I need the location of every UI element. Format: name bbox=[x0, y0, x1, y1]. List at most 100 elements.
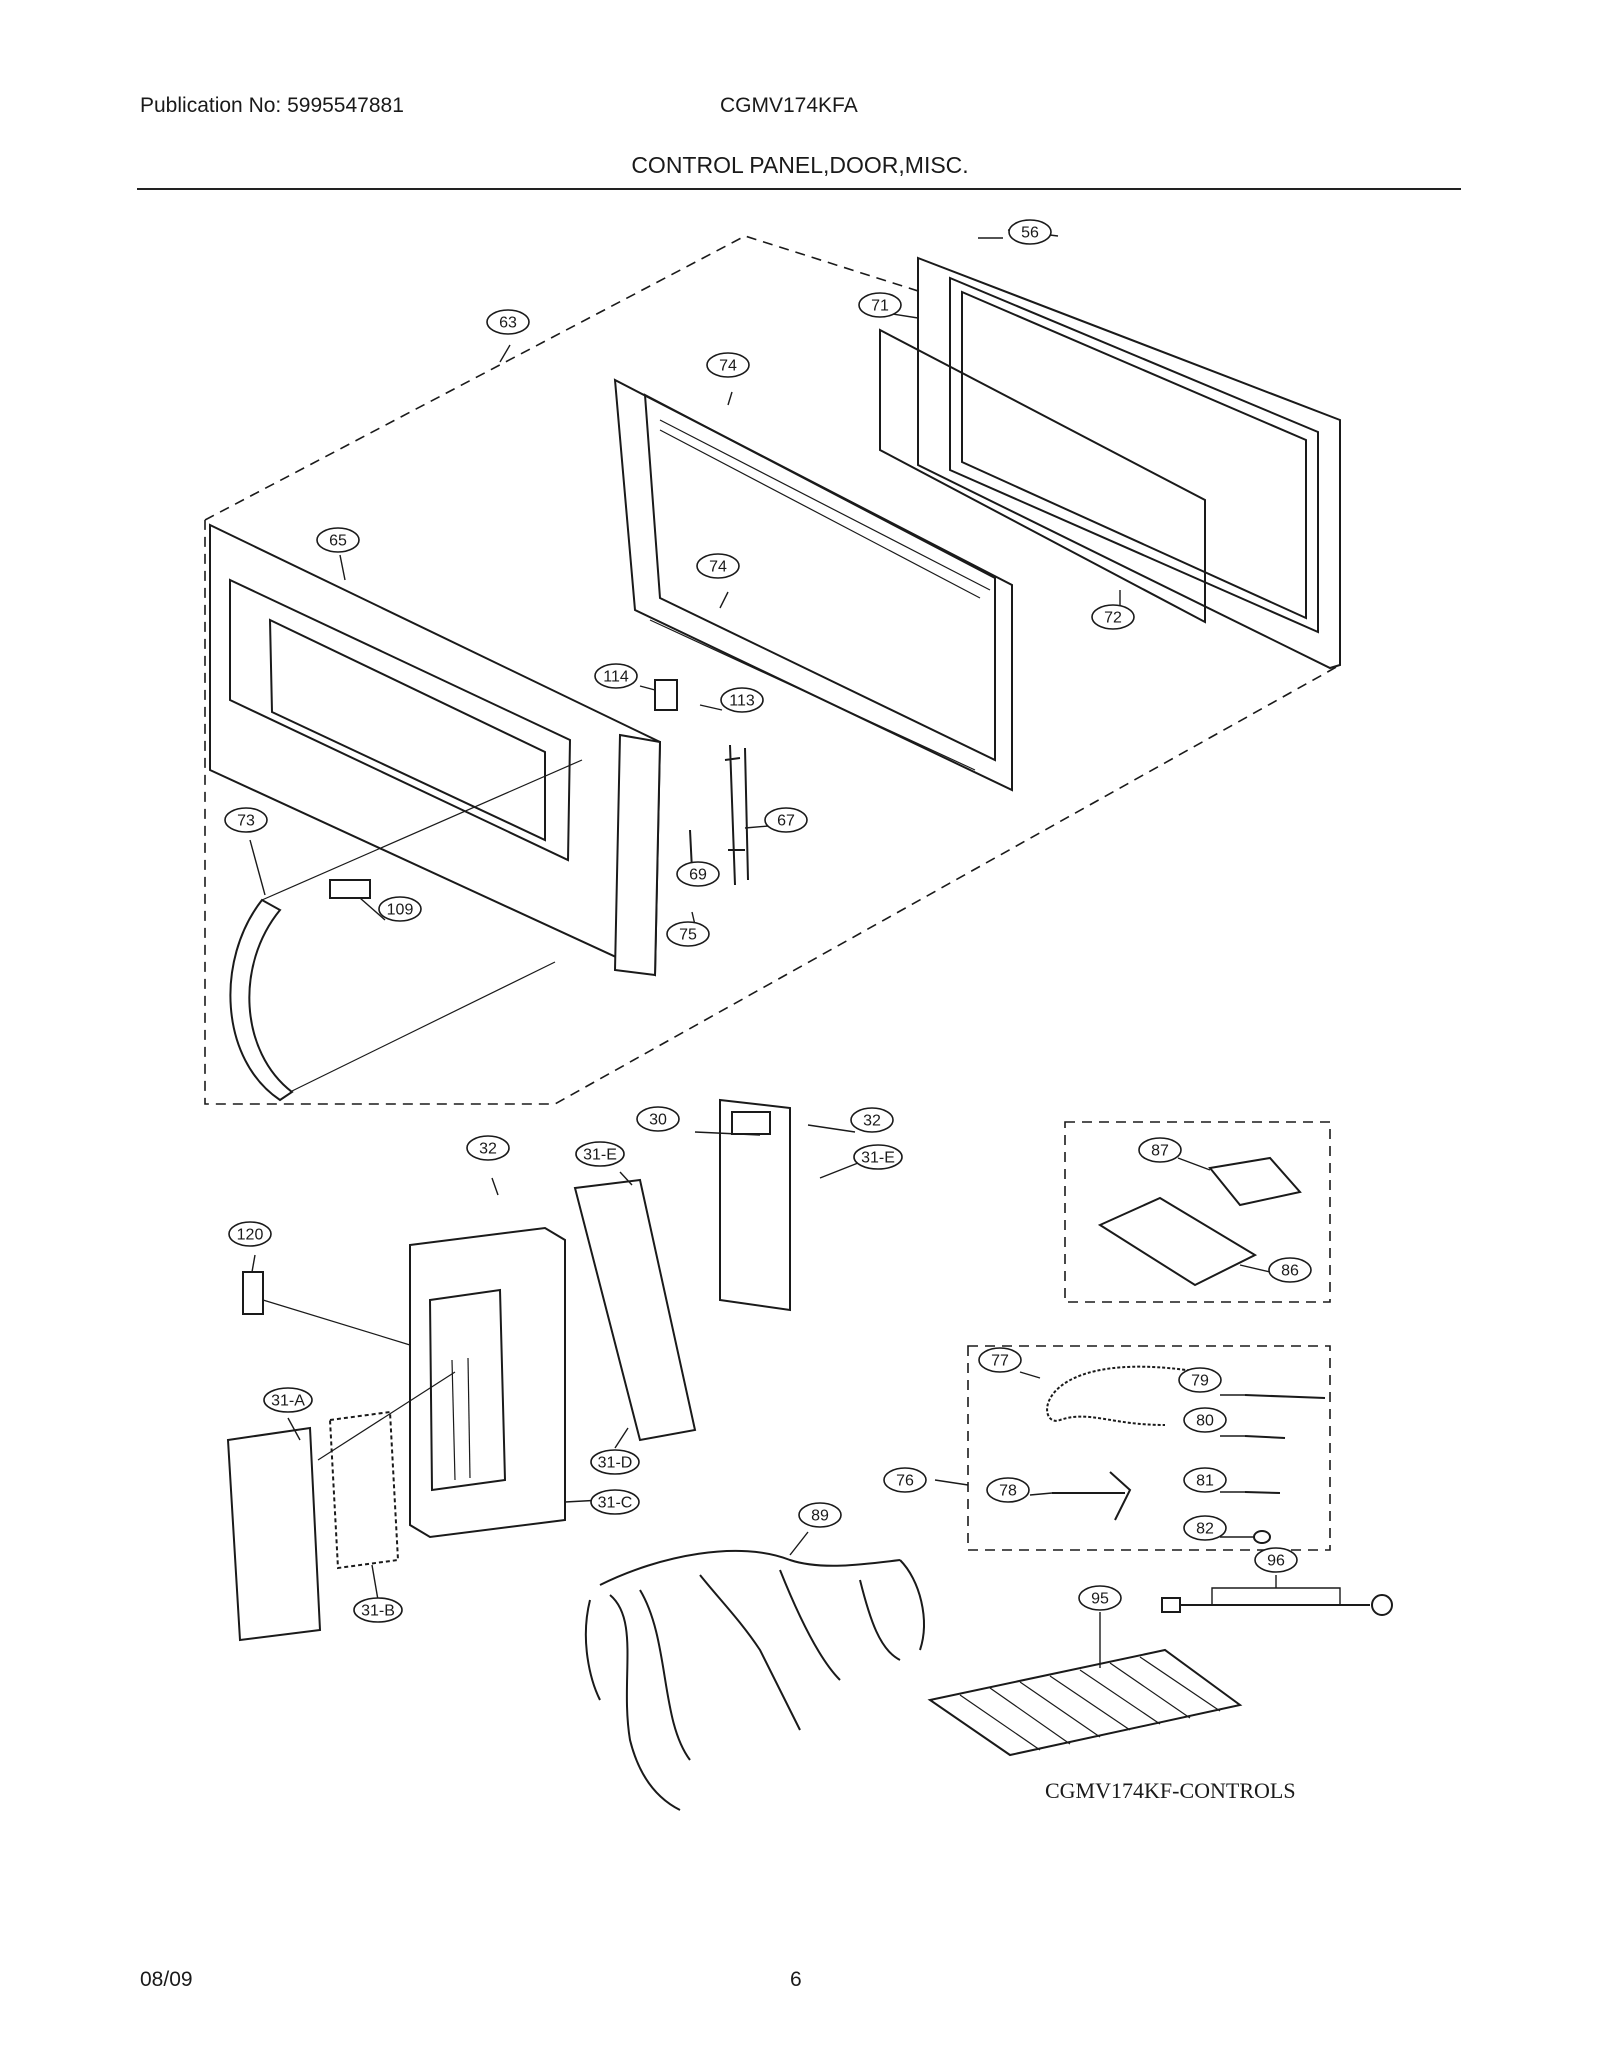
callout-31-D: 31-D bbox=[590, 1449, 640, 1475]
callout-71: 71 bbox=[858, 292, 902, 318]
pcb-30 bbox=[719, 1098, 791, 1312]
wire-harness-89 bbox=[584, 1531, 925, 1811]
callout-bubble bbox=[883, 1467, 927, 1493]
callout-96: 96 bbox=[1254, 1547, 1298, 1573]
callout-bubble bbox=[636, 1106, 680, 1132]
callout-bubble bbox=[466, 1135, 510, 1161]
callout-76: 76 bbox=[883, 1467, 927, 1493]
callout-label: 76 bbox=[896, 1473, 914, 1490]
publication-number: Publication No: 5995547881 bbox=[140, 94, 404, 117]
section-title: CONTROL PANEL,DOOR,MISC. bbox=[631, 152, 969, 178]
callout-31-E: 31-E bbox=[575, 1141, 625, 1167]
callout-label: 95 bbox=[1091, 1591, 1109, 1608]
callout-label: 69 bbox=[689, 867, 707, 884]
callout-bubble bbox=[263, 1387, 313, 1413]
callout-label: 78 bbox=[999, 1483, 1017, 1500]
callout-bubble bbox=[590, 1489, 640, 1515]
callout-label: 71 bbox=[871, 298, 889, 315]
callout-label: 120 bbox=[237, 1227, 264, 1244]
callout-label: 56 bbox=[1021, 225, 1039, 242]
footer-date: 08/09 bbox=[140, 1968, 193, 1991]
control-board-31-d bbox=[573, 1178, 697, 1442]
callout-label: 32 bbox=[863, 1113, 881, 1130]
callout-label: 80 bbox=[1196, 1413, 1214, 1430]
callout-80: 80 bbox=[1183, 1407, 1227, 1433]
callout-bubble bbox=[590, 1449, 640, 1475]
callout-56: 56 bbox=[1008, 219, 1052, 245]
callout-label: 74 bbox=[709, 559, 727, 576]
callout-bubble bbox=[1008, 219, 1052, 245]
callout-label: 63 bbox=[499, 315, 517, 332]
callout-bubble bbox=[1183, 1515, 1227, 1541]
callout-bubble bbox=[853, 1144, 903, 1170]
callout-bubble bbox=[1138, 1137, 1182, 1163]
callout-86: 86 bbox=[1268, 1257, 1312, 1283]
callout-bubble bbox=[706, 352, 750, 378]
callout-bubble bbox=[228, 1221, 272, 1247]
callout-bubble bbox=[594, 663, 638, 689]
door-assembly-boundary bbox=[204, 235, 1341, 1105]
callout-label: 73 bbox=[237, 813, 255, 830]
callout-label: 31-D bbox=[598, 1455, 633, 1472]
callout-label: 31-A bbox=[271, 1393, 305, 1410]
callout-bubble bbox=[1183, 1467, 1227, 1493]
membrane-31-a bbox=[226, 1426, 322, 1642]
callout-75: 75 bbox=[666, 921, 710, 947]
callout-label: 74 bbox=[719, 358, 737, 375]
callout-bubble bbox=[1178, 1367, 1222, 1393]
callout-bubble bbox=[696, 553, 740, 579]
callout-74: 74 bbox=[696, 553, 740, 579]
callout-74: 74 bbox=[706, 352, 750, 378]
door-front-panel-65 bbox=[209, 523, 662, 977]
callout-label: 65 bbox=[329, 533, 347, 550]
callout-120: 120 bbox=[228, 1221, 272, 1247]
callout-77: 77 bbox=[978, 1347, 1022, 1373]
callout-bubble bbox=[666, 921, 710, 947]
callout-bubble bbox=[986, 1477, 1030, 1503]
callout-bubble bbox=[575, 1141, 625, 1167]
callout-label: 87 bbox=[1151, 1143, 1169, 1160]
callout-label: 31-E bbox=[861, 1150, 895, 1167]
footer-page-number: 6 bbox=[790, 1968, 802, 1991]
callout-label: 75 bbox=[679, 927, 697, 944]
callout-bubble bbox=[978, 1347, 1022, 1373]
callout-89: 89 bbox=[798, 1502, 842, 1528]
callout-label: 31-B bbox=[361, 1603, 395, 1620]
callout-31-A: 31-A bbox=[263, 1387, 313, 1413]
callout-81: 81 bbox=[1183, 1467, 1227, 1493]
callout-72: 72 bbox=[1091, 604, 1135, 630]
callout-bubble bbox=[676, 861, 720, 887]
callout-31-E: 31-E bbox=[853, 1144, 903, 1170]
label-109 bbox=[329, 879, 371, 899]
callout-label: 31-E bbox=[583, 1147, 617, 1164]
callout-label: 96 bbox=[1267, 1553, 1285, 1570]
callout-109: 109 bbox=[378, 896, 422, 922]
callout-bubble bbox=[798, 1502, 842, 1528]
callout-65: 65 bbox=[316, 527, 360, 553]
callout-label: 31-C bbox=[598, 1495, 633, 1512]
callout-82: 82 bbox=[1183, 1515, 1227, 1541]
callout-label: 72 bbox=[1104, 610, 1122, 627]
callout-bubble bbox=[1091, 604, 1135, 630]
callout-label: 32 bbox=[479, 1141, 497, 1158]
model-number: CGMV174KFA bbox=[720, 94, 858, 117]
callout-69: 69 bbox=[676, 861, 720, 887]
callout-31-B: 31-B bbox=[353, 1597, 403, 1623]
callout-95: 95 bbox=[1078, 1585, 1122, 1611]
callout-bubble bbox=[850, 1107, 894, 1133]
callout-label: 81 bbox=[1196, 1473, 1214, 1490]
callout-bubble bbox=[378, 896, 422, 922]
callout-label: 30 bbox=[649, 1112, 667, 1129]
callout-113: 113 bbox=[720, 687, 764, 713]
callout-67: 67 bbox=[764, 807, 808, 833]
callout-bubble bbox=[858, 292, 902, 318]
callout-114: 114 bbox=[594, 663, 638, 689]
window-panel-72 bbox=[879, 328, 1206, 624]
label-120 bbox=[242, 1271, 264, 1315]
callout-78: 78 bbox=[986, 1477, 1030, 1503]
door-handle-73 bbox=[229, 898, 294, 1102]
callout-bubble bbox=[1183, 1407, 1227, 1433]
manuals-box bbox=[1064, 1121, 1331, 1303]
callout-bubble bbox=[224, 807, 268, 833]
